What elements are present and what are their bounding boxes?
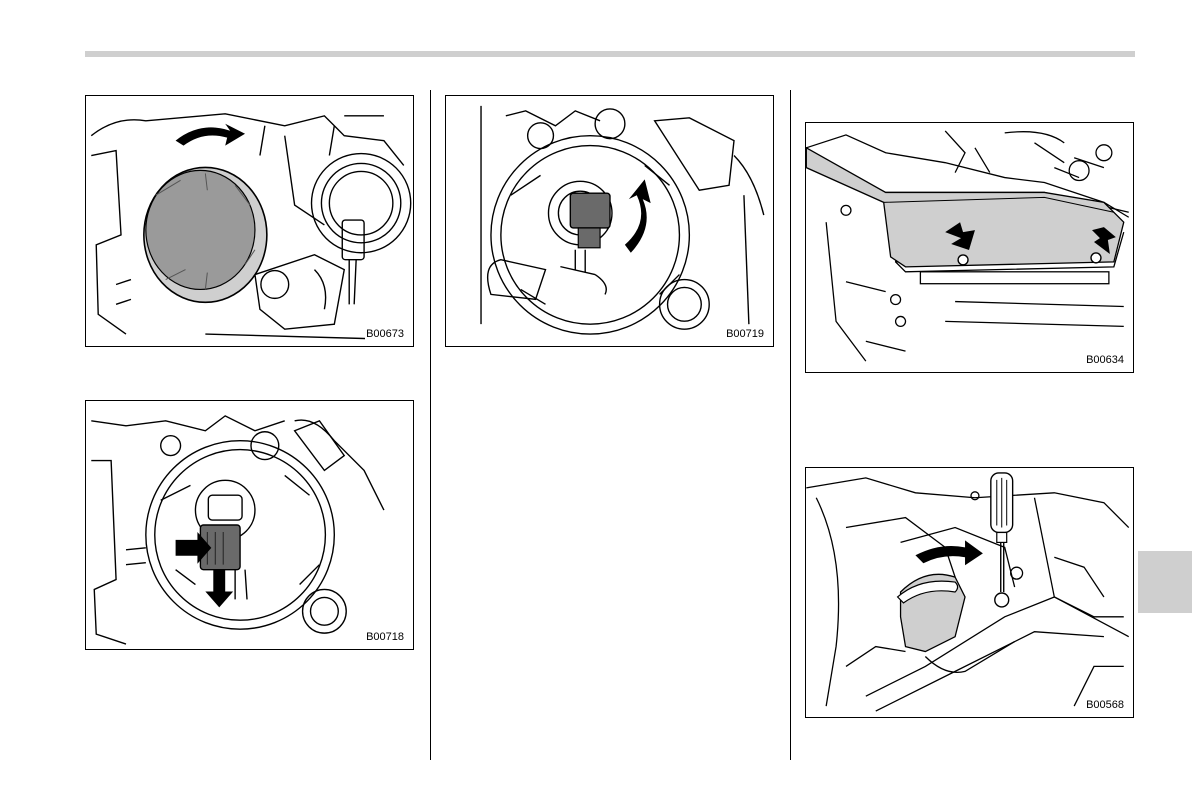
rotate-arrow-icon (625, 179, 651, 252)
figure-label: B00719 (725, 328, 765, 340)
bulb-holder (570, 193, 610, 248)
engine-cover-illustration (806, 123, 1133, 372)
clip-icon (995, 593, 1009, 607)
column-divider-right (790, 90, 791, 760)
bulb-removal-illustration (446, 96, 773, 346)
column-divider-left (430, 90, 431, 760)
section-tab[interactable] (1138, 551, 1192, 613)
figure-connector-release: B00718 (85, 400, 414, 650)
bolt-right (1091, 253, 1101, 263)
figure-label: B00673 (365, 328, 405, 340)
engine-cover (806, 148, 1123, 267)
connector-release-illustration (86, 401, 413, 649)
screwdriver-icon (991, 473, 1013, 592)
bolt-left (958, 255, 968, 265)
pull-arrow-icon (205, 570, 233, 608)
figure-label: B00568 (1085, 699, 1125, 711)
headlight-cap (144, 167, 267, 302)
header-rule (85, 51, 1135, 57)
figure-screwdriver-clip: B00568 (805, 467, 1134, 718)
figure-engine-cover: B00634 (805, 122, 1134, 373)
figure-headlight-cover: B00673 (85, 95, 414, 347)
figure-label: B00634 (1085, 354, 1125, 366)
headlight-cover-illustration (86, 96, 413, 346)
screwdriver-clip-illustration (806, 468, 1133, 717)
rotate-arrow-icon (915, 540, 982, 565)
rotate-arrow-icon (176, 124, 245, 146)
figure-bulb-removal: B00719 (445, 95, 774, 347)
figure-label: B00718 (365, 631, 405, 643)
